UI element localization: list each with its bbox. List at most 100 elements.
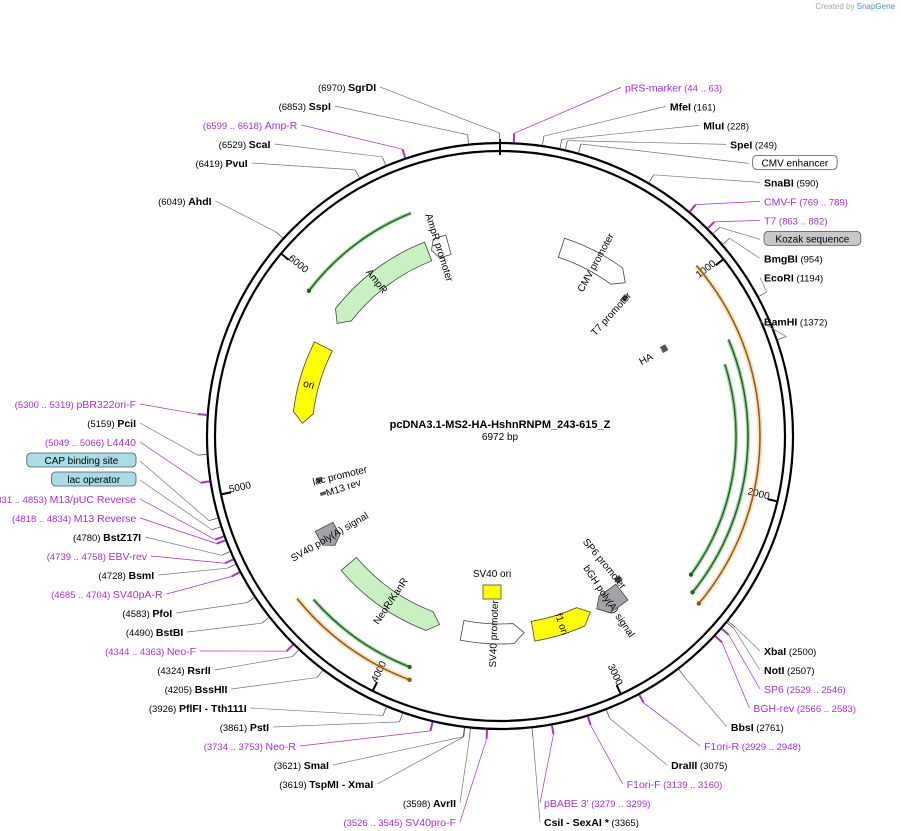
orf-halo-2	[689, 363, 738, 576]
svg-text:CMV enhancer: CMV enhancer	[762, 158, 829, 169]
svg-text:Kozak sequence: Kozak sequence	[775, 234, 849, 245]
primer-sv40pa-r: (4685 .. 4704) SV40pA-R	[51, 589, 163, 601]
leader-mark-cmv-enhancer	[578, 143, 582, 153]
leader-mark-spei	[565, 140, 568, 150]
site-pfoi: (4583) PfoI	[122, 608, 172, 620]
feature-tag-cap-binding-site: CAP binding site	[26, 452, 137, 468]
leader-mark-ahdi	[275, 231, 283, 239]
leader-mark-pvui	[354, 169, 360, 178]
feature-ampr	[335, 241, 433, 324]
leader-mark-t7	[707, 221, 716, 229]
svg-text:CsiI - SexAI * (3365): CsiI - SexAI * (3365)	[544, 817, 639, 829]
tick-label-5000: 5000	[228, 480, 252, 495]
svg-text:(4324) RsrII: (4324) RsrII	[157, 665, 211, 677]
leader-mark-pbr322ori-f	[197, 413, 207, 416]
svg-text:BGH-rev (2566 .. 2583): BGH-rev (2566 .. 2583)	[753, 703, 856, 715]
leader-avrii	[459, 737, 470, 804]
leader-mark-bstz17i	[221, 551, 230, 556]
leader-mark-pbabe-3	[550, 725, 555, 735]
snapgene-credit: Created by SnapGene	[815, 2, 895, 11]
leader-mark-snabi	[648, 174, 654, 183]
primer-pbabe-3: pBABE 3' (3279 .. 3299)	[544, 798, 650, 810]
leader-pbabe-3	[539, 734, 554, 804]
leader-t7	[714, 220, 761, 223]
leader-bstbi	[187, 622, 262, 633]
plasmid-size: 6972 bp	[482, 432, 519, 443]
leader-cmv-f	[695, 201, 761, 206]
site-bstz17i: (4780) BstZ17I	[73, 532, 141, 544]
leader-mark-smai	[462, 727, 465, 737]
primer-t7: T7 (863 .. 882)	[764, 215, 828, 227]
svg-text:(3526 .. 3545) SV40pro-F: (3526 .. 3545) SV40pro-F	[343, 817, 456, 829]
leader-mark-m13-reverse	[216, 539, 226, 545]
leader-sspi	[334, 105, 468, 136]
leader-xbai	[734, 626, 761, 652]
svg-text:(3619) TspMI - XmaI: (3619) TspMI - XmaI	[279, 779, 373, 791]
orf-halo-1	[690, 338, 750, 594]
credit-brand: SnapGene	[856, 2, 895, 11]
feature-neor-kanr	[340, 556, 441, 631]
leader-mark-mlui	[559, 139, 563, 149]
leader-snabi	[653, 174, 761, 183]
leader-mark-sv40pa-r	[231, 571, 240, 578]
svg-text:(4205) BssHII: (4205) BssHII	[165, 684, 228, 696]
orf-line-3	[296, 598, 410, 681]
svg-text:(3598) AvrII: (3598) AvrII	[403, 798, 456, 810]
feature-cmv-promoter	[557, 237, 626, 285]
site-bstbi: (4490) BstBI	[126, 627, 184, 639]
leader-pcii	[139, 422, 198, 456]
leader-mark-bstbi	[261, 617, 270, 624]
svg-text:CAP binding site: CAP binding site	[45, 456, 119, 467]
svg-text:(4739 .. 4758) EBV-rev: (4739 .. 4758) EBV-rev	[47, 551, 148, 563]
svg-text:(3861) PstI: (3861) PstI	[220, 722, 269, 734]
feature-ampr-promoter	[431, 234, 452, 259]
leader-mark-csii-sexai	[531, 728, 534, 738]
svg-text:(4490) BstBI: (4490) BstBI	[126, 627, 184, 639]
leader-mark-cap-binding-site	[208, 517, 218, 521]
leader-mark-draiii	[606, 709, 611, 719]
leader-mark-l4440	[200, 480, 210, 484]
tick-6000	[280, 252, 290, 261]
svg-text:pBABE 3' (3279 .. 3299): pBABE 3' (3279 .. 3299)	[544, 798, 650, 810]
leader-mark-neo-f	[285, 644, 294, 652]
feature-f1-ori	[530, 607, 591, 642]
leader-mark-bbsi	[678, 669, 685, 677]
svg-text:(4780) BstZ17I: (4780) BstZ17I	[73, 532, 141, 544]
site-mfei: MfeI (161)	[670, 101, 716, 113]
feature-label-sv40-promoter: SV40 promoter	[488, 599, 501, 667]
svg-text:(6970) SgrDI: (6970) SgrDI	[318, 82, 376, 94]
leader-mark-bamhi	[777, 336, 787, 340]
leader-rsrii	[214, 656, 293, 671]
plasmid-name: pcDNA3.1-MS2-HA-HshnRNPM_243-615_Z	[390, 419, 611, 431]
primer-l4440: (5049 .. 5066) L4440	[45, 437, 136, 449]
svg-text:(4344 .. 4363) Neo-F: (4344 .. 4363) Neo-F	[105, 646, 196, 658]
leader-mark-ecori	[758, 291, 767, 297]
primer-amp-r: (6599 .. 6618) Amp-R	[203, 120, 298, 132]
svg-text:(6599 .. 6618) Amp-R: (6599 .. 6618) Amp-R	[203, 120, 298, 132]
leader-mark-pcii	[197, 454, 207, 456]
leader-bsmi	[158, 567, 228, 576]
leader-bbsi	[683, 676, 728, 728]
svg-text:XbaI (2500): XbaI (2500)	[764, 646, 816, 658]
orf-tip-3	[407, 677, 412, 682]
feature-bgh-poly-a-signal	[596, 583, 629, 614]
site-rsrii: (4324) RsrII	[157, 665, 211, 677]
site-bbsi: BbsI (2761)	[731, 722, 784, 734]
leader-mark-psti	[399, 713, 403, 722]
svg-text:(3734 .. 3753) Neo-R: (3734 .. 3753) Neo-R	[204, 741, 297, 753]
site-sspi: (6853) SspI	[279, 101, 331, 113]
svg-text:BmgBI (954): BmgBI (954)	[764, 253, 823, 265]
site-mlui: MluI (228)	[703, 120, 749, 132]
leader-smai	[332, 736, 464, 766]
orf-tip-5	[306, 288, 312, 293]
site-noti: NotI (2507)	[764, 665, 815, 677]
leader-bsshii	[231, 677, 318, 690]
feature-lac-promoter	[315, 476, 323, 483]
leader-pflfi-tth111i	[250, 707, 383, 716]
site-ecori: EcoRI (1194)	[764, 272, 823, 284]
svg-text:MfeI (161): MfeI (161)	[670, 101, 716, 113]
site-pflfi-tth111i: (3926) PflFI - Tth111I	[149, 703, 247, 715]
leader-prs-marker	[514, 87, 622, 134]
feature-t7-promoter	[620, 294, 629, 302]
site-tspmi-xmai: (3619) TspMI - XmaI	[279, 779, 373, 791]
